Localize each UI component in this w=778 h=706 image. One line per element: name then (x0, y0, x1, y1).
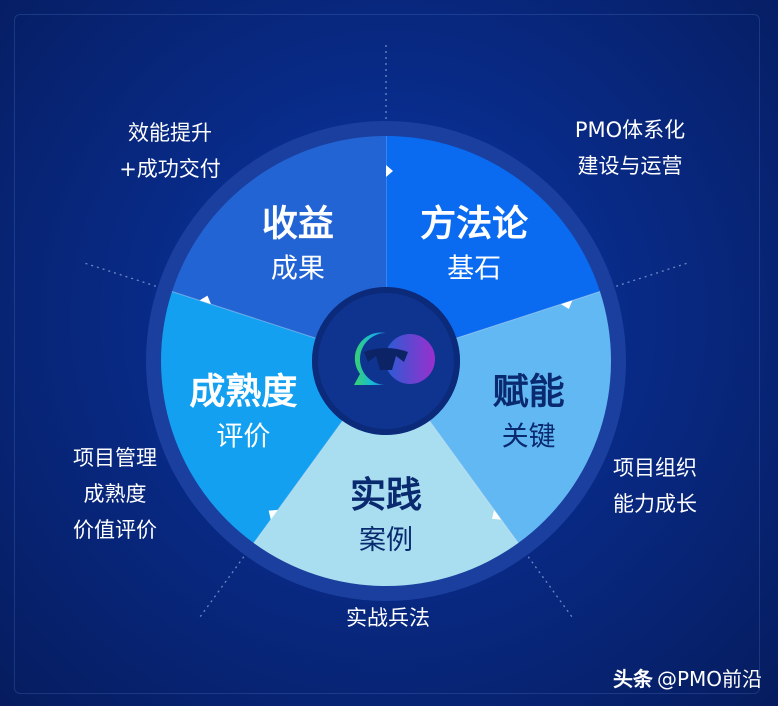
segment-divider (253, 420, 343, 544)
guide-line (520, 546, 575, 621)
segment-subtitle: 评价 (216, 421, 270, 452)
outer-label-top-left: 效能提升 +成功交付 (90, 115, 250, 187)
segment-title: 赋能 (493, 371, 565, 412)
label-line: 建设与运营 (577, 154, 683, 178)
segment-subtitle: 成果 (271, 254, 325, 285)
outer-label-top-right: PMO体系化 建设与运营 (535, 112, 725, 184)
segment-title: 成熟度 (189, 371, 297, 412)
segment-wedge (253, 420, 519, 587)
segment-title: 收益 (262, 204, 334, 245)
guide-line (604, 261, 691, 291)
segment-subtitle: 案例 (359, 525, 413, 556)
label-line: 能力成长 (613, 492, 697, 516)
segment-subtitle: 关键 (502, 421, 556, 452)
segment-subtitle: 基石 (447, 254, 501, 285)
segment-wedge (429, 291, 611, 544)
wheel-segments (161, 136, 611, 587)
segment-notch (386, 165, 393, 177)
guide-line (81, 261, 168, 291)
watermark-brand: 头条 (612, 667, 653, 691)
outer-label-left: 项目管理 成熟度 价值评价 (40, 440, 190, 548)
segment-notch (199, 295, 212, 305)
segment-notch (268, 509, 278, 520)
segment-wedge (386, 136, 600, 339)
segment-notch (492, 509, 502, 520)
segment-divider (456, 290, 601, 339)
segment-title: 方法论 (420, 204, 529, 245)
segment-divider (429, 420, 519, 544)
label-line: +成功交付 (119, 157, 221, 181)
outer-frame (14, 14, 760, 694)
segment-wedge (161, 291, 343, 544)
label-line: 项目管理 (73, 446, 157, 470)
segment-wedge (172, 136, 386, 339)
segment-divider (171, 290, 316, 339)
guide-line (197, 546, 252, 621)
label-line: 价值评价 (73, 518, 157, 542)
pmo-logo-icon (354, 332, 435, 385)
label-line: PMO体系化 (574, 118, 686, 142)
outer-label-bottom: 实战兵法 (308, 600, 468, 636)
label-line: 项目组织 (613, 456, 697, 480)
watermark: 头条@PMO前沿 (613, 663, 762, 692)
label-line: 实战兵法 (346, 606, 430, 630)
watermark-handle: @PMO前沿 (656, 667, 762, 691)
segment-title: 实践 (350, 475, 422, 516)
outer-label-right: 项目组织 能力成长 (575, 450, 735, 522)
label-line: 成熟度 (83, 482, 147, 506)
segment-notch (560, 300, 573, 309)
label-line: 效能提升 (128, 121, 212, 145)
